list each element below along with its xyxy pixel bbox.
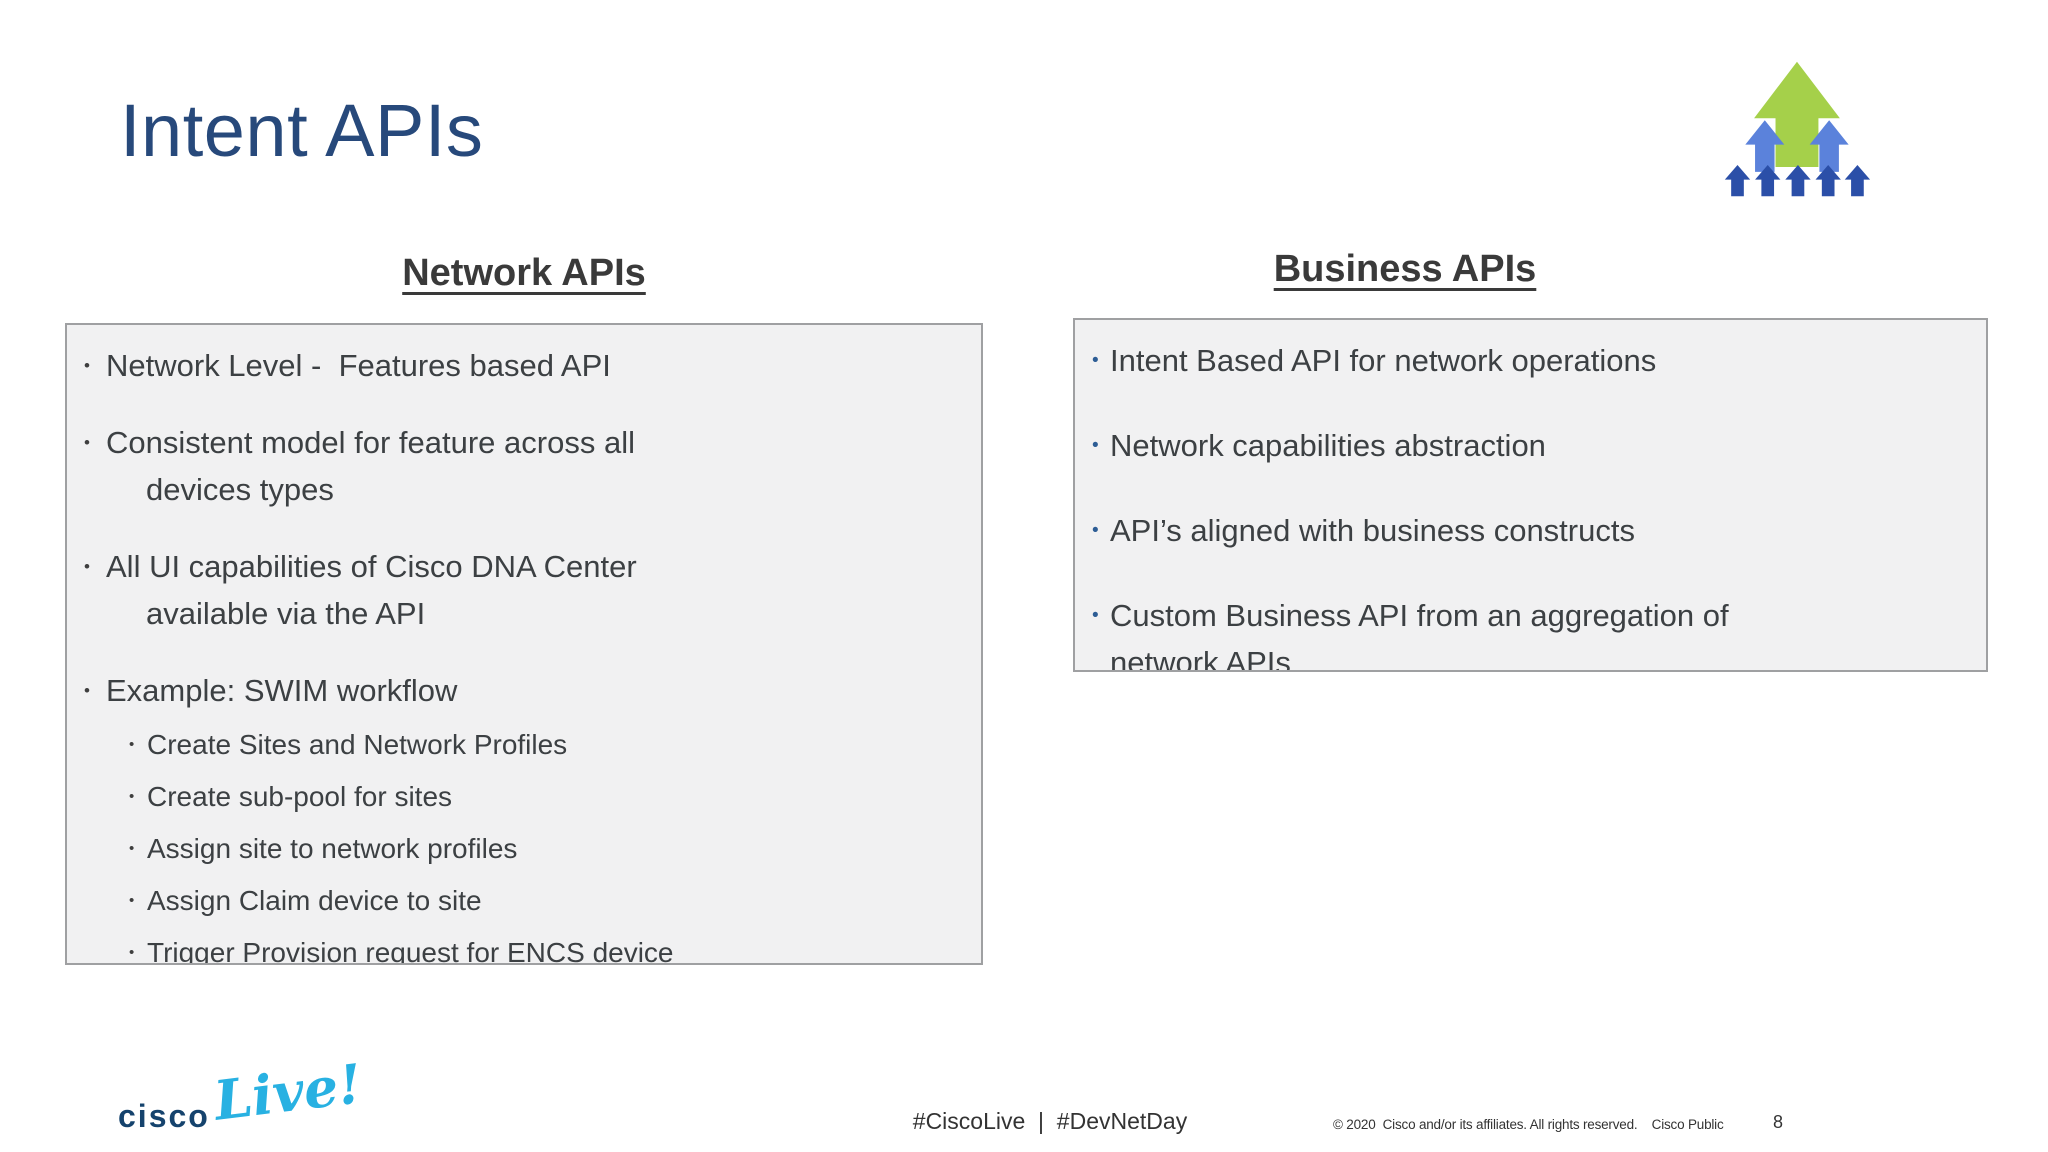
growth-arrows-icon bbox=[1724, 61, 1871, 197]
sub-list-item-text: Assign site to network profiles bbox=[147, 833, 518, 864]
bullet-icon: • bbox=[129, 736, 135, 753]
medium-blue-arrow-left bbox=[1745, 120, 1785, 172]
list-item: • Intent Based API for network operation… bbox=[1087, 337, 1968, 384]
cisco-wordmark: cisco bbox=[118, 1098, 210, 1134]
list-item-text: Network Level - Features based API bbox=[106, 348, 611, 383]
bullet-icon: • bbox=[1092, 350, 1099, 371]
bullet-icon: • bbox=[84, 356, 90, 375]
small-dark-arrow-4 bbox=[1815, 165, 1841, 197]
business-apis-header: Business APIs bbox=[1273, 248, 1537, 290]
list-item-text: All UI capabilities of Cisco DNA Center bbox=[106, 549, 637, 584]
sub-list-item: • Create sub-pool for sites bbox=[84, 774, 963, 819]
list-item-text: Consistent model for feature across all bbox=[106, 425, 635, 460]
sub-list-item: • Assign Claim device to site bbox=[84, 878, 963, 923]
list-item: • Network Level - Features based API bbox=[84, 342, 963, 389]
list-item-text: Custom Business API from an aggregation … bbox=[1110, 598, 1729, 633]
list-item-text-wrap: devices types bbox=[146, 472, 334, 507]
network-apis-header: Network APIs bbox=[402, 252, 646, 294]
sub-list-item-text: Trigger Provision request for ENCS devic… bbox=[147, 937, 674, 965]
sub-list-item: • Trigger Provision request for ENCS dev… bbox=[84, 930, 963, 965]
list-item: • Example: SWIM workflow bbox=[84, 667, 963, 714]
small-dark-arrow-1 bbox=[1724, 165, 1751, 197]
list-item: • Network capabilities abstraction bbox=[1087, 422, 1968, 469]
sub-list-item: • Create Sites and Network Profiles bbox=[84, 722, 963, 767]
small-dark-arrow-3 bbox=[1785, 165, 1811, 197]
footer-copyright: © 2020 Cisco and/or its affiliates. All … bbox=[1333, 1117, 1724, 1132]
list-item: • Consistent model for feature across al… bbox=[84, 419, 963, 513]
live-wordmark: Live! bbox=[210, 1051, 366, 1133]
list-item: • All UI capabilities of Cisco DNA Cente… bbox=[84, 543, 963, 637]
cisco-live-logo: cisco Live! bbox=[118, 1051, 378, 1142]
bullet-icon: • bbox=[84, 557, 90, 576]
bullet-icon: • bbox=[1092, 520, 1099, 541]
business-apis-box: • Intent Based API for network operation… bbox=[1073, 318, 1988, 672]
medium-blue-arrow-right bbox=[1809, 120, 1849, 172]
list-item-text-wrap: network APIs bbox=[1110, 645, 1291, 672]
bullet-icon: • bbox=[84, 433, 90, 452]
bullet-icon: • bbox=[1092, 435, 1099, 456]
network-apis-box: • Network Level - Features based API • C… bbox=[65, 323, 983, 965]
list-item: • API’s aligned with business constructs bbox=[1087, 507, 1968, 554]
page-number: 8 bbox=[1772, 1112, 1783, 1132]
bullet-icon: • bbox=[1092, 605, 1099, 626]
list-item: • Custom Business API from an aggregatio… bbox=[1087, 592, 1968, 672]
small-dark-arrow-2 bbox=[1755, 165, 1781, 197]
list-item-text-wrap: available via the API bbox=[146, 596, 426, 631]
list-item-text: API’s aligned with business constructs bbox=[1110, 513, 1635, 548]
small-dark-arrow-5 bbox=[1844, 165, 1871, 197]
bullet-icon: • bbox=[84, 681, 90, 700]
sub-list-item-text: Create sub-pool for sites bbox=[147, 781, 453, 812]
page-title: Intent APIs bbox=[120, 89, 484, 172]
list-item-text: Example: SWIM workflow bbox=[106, 673, 458, 708]
sub-list-item-text: Assign Claim device to site bbox=[147, 885, 482, 916]
footer-hashtags: #CiscoLive | #DevNetDay bbox=[912, 1108, 1188, 1134]
bullet-icon: • bbox=[129, 892, 135, 909]
bullet-icon: • bbox=[129, 944, 135, 961]
bullet-icon: • bbox=[129, 788, 135, 805]
sub-list-item-text: Create Sites and Network Profiles bbox=[147, 729, 568, 760]
list-item-text: Network capabilities abstraction bbox=[1110, 428, 1546, 463]
bullet-icon: • bbox=[129, 840, 135, 857]
list-item-text: Intent Based API for network operations bbox=[1110, 343, 1657, 378]
sub-list-item: • Assign site to network profiles bbox=[84, 826, 963, 871]
